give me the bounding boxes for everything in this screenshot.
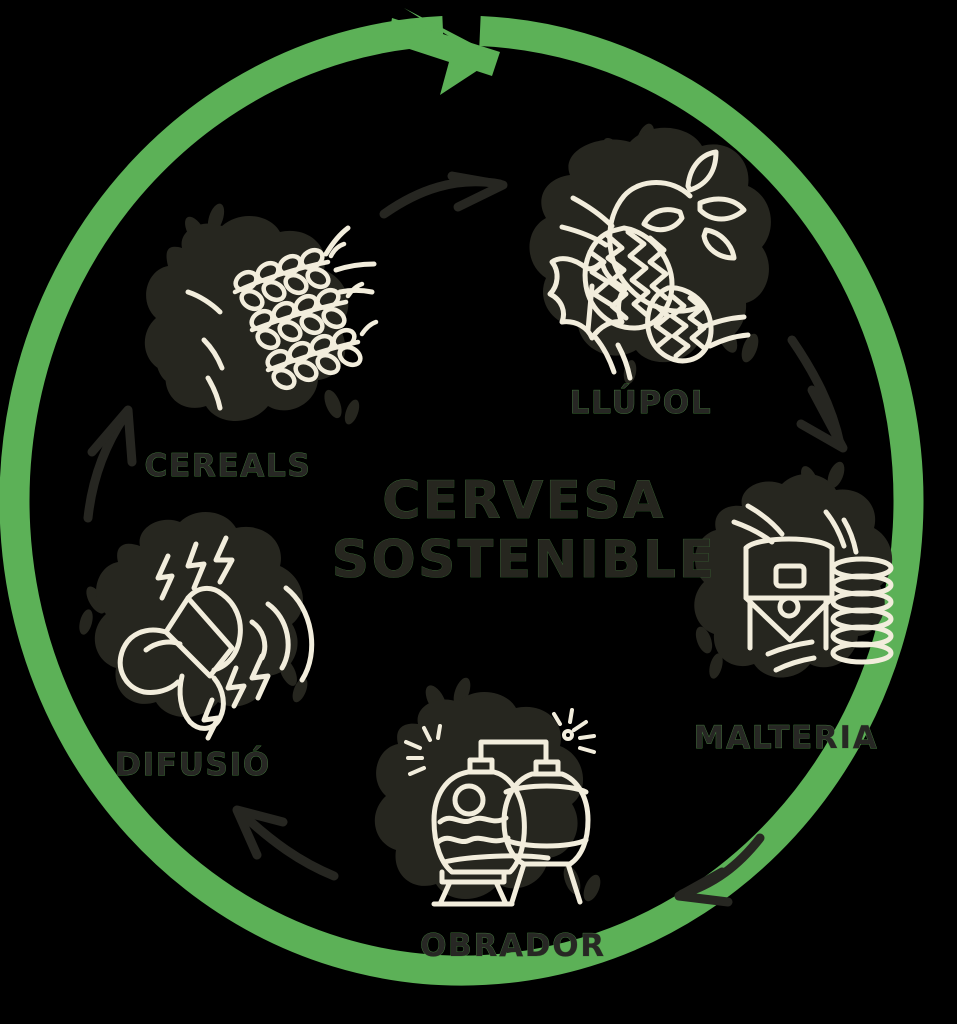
wheat-stalks-icon: [232, 241, 379, 391]
cereals-motion-ticks: [185, 225, 377, 411]
node-difusio[interactable]: DIFUSIÓ: [77, 511, 315, 783]
node-cereals[interactable]: CEREALS: [144, 202, 379, 484]
megaphone-icon: [117, 585, 315, 731]
center-title-line-2: SOSTENIBLE: [332, 530, 717, 590]
obrador-sparkles: [404, 708, 596, 776]
node-obrador[interactable]: OBRADOR: [374, 676, 606, 964]
malt-silo-icon: [743, 536, 835, 651]
arrow-llupol-to-malteria: [787, 335, 848, 453]
node-malteria[interactable]: MALTERIA: [693, 459, 894, 756]
node-label-cereals: CEREALS: [145, 448, 312, 484]
obrador-blob: [374, 691, 584, 899]
difusio-lightning-bolts: [155, 535, 271, 741]
arrow-obrador-to-difusio: [232, 805, 339, 881]
arrow-cereals-to-llupol: [379, 171, 508, 219]
malt-coil-icon: [830, 556, 894, 665]
node-llupol[interactable]: LLÚPOL: [529, 121, 771, 421]
page-title: CERVESA SOSTENIBLE: [331, 471, 717, 591]
brewery-tanks-icon: [431, 739, 591, 907]
obrador-ground-lines: [441, 853, 551, 865]
hops-icon: [547, 149, 747, 364]
malteria-motion-ticks: [731, 503, 859, 673]
node-label-obrador: OBRADOR: [420, 928, 606, 964]
difusio-blob: [94, 511, 304, 717]
ring-arrowhead-tail: [388, 18, 500, 76]
arrow-difusio-to-cereals: [83, 405, 137, 523]
center-title-line-1: CERVESA: [382, 471, 666, 531]
sustainability-cycle-ring: [0, 8, 924, 986]
arrow-malteria-to-obrador: [674, 833, 765, 907]
llupol-motion-ticks: [559, 195, 751, 381]
node-label-malteria: MALTERIA: [694, 720, 879, 756]
node-label-difusio: DIFUSIÓ: [115, 746, 271, 783]
ring-arc: [0, 16, 924, 986]
connector-arrows: [83, 171, 848, 907]
node-label-llupol: LLÚPOL: [570, 384, 713, 421]
